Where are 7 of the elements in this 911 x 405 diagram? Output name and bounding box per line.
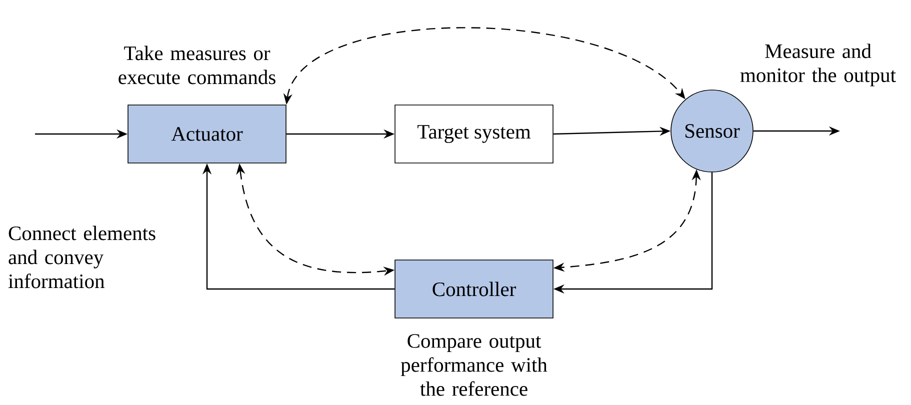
annotation-text: Connect elements and convey information <box>8 226 156 288</box>
actuator-box: Actuator <box>128 104 286 164</box>
annotation-text: Measure and monitor the output <box>740 44 896 86</box>
annotation-text: Take measures or execute commands <box>118 46 276 84</box>
process-box: Target system <box>394 104 554 164</box>
controller-box: Controller <box>394 260 554 318</box>
annotation-text: Compare output performance with the reference <box>400 334 548 396</box>
